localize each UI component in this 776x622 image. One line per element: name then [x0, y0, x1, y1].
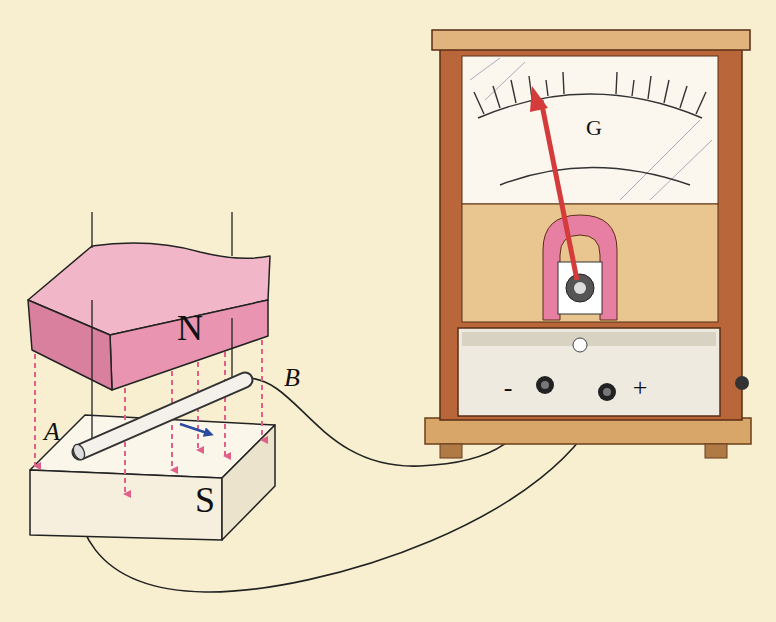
endpoint-label: A [44, 419, 60, 445]
pole-letter: S [195, 482, 215, 518]
magnet-pole: N [26, 238, 274, 396]
magnet-outline [26, 238, 274, 396]
conductor-rod [71, 380, 245, 461]
magnet-pole: S [26, 410, 280, 544]
endpoint-label: B [284, 365, 300, 391]
motion-arrow [180, 424, 210, 434]
field-lines [35, 340, 262, 494]
terminal-sign: + [633, 375, 648, 401]
meter-symbol: G [586, 117, 602, 139]
terminal-sign: - [504, 375, 513, 401]
magnet-outline [26, 410, 280, 544]
pole-letter: N [177, 310, 203, 346]
support-threads [92, 212, 232, 450]
galvanometer [425, 30, 751, 458]
